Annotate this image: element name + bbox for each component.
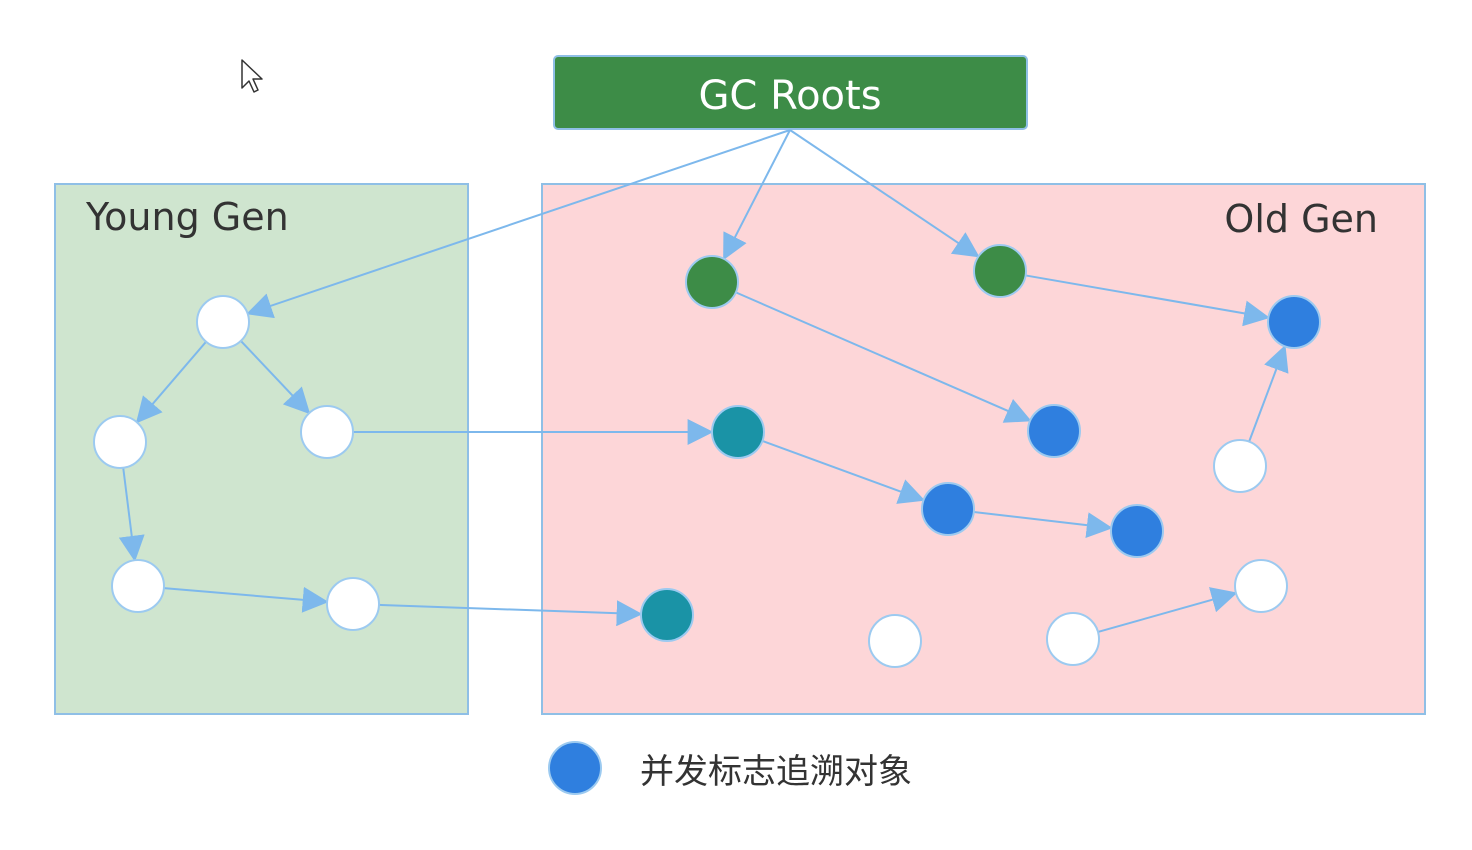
young-gen-label: Young Gen (85, 195, 289, 239)
legend-label: 并发标志追溯对象 (640, 752, 912, 792)
edge-roots-o2 (789, 129, 980, 258)
object-node-y3 (300, 405, 354, 459)
edge-o2-o3 (1025, 274, 1270, 327)
object-node-o2 (973, 244, 1027, 298)
object-node-o12 (1234, 559, 1288, 613)
edges-layer (118, 129, 1289, 633)
blue-circle-icon (548, 741, 602, 795)
object-node-o10 (868, 614, 922, 668)
edge-roots-o1 (723, 129, 791, 261)
edge-y1-y3 (240, 340, 311, 415)
edge-y2-y4 (118, 467, 145, 562)
edge-y1-y2 (135, 341, 207, 424)
object-node-o6 (1213, 439, 1267, 493)
gc-roots-label: GC Roots (698, 73, 881, 119)
edge-o7-o8 (973, 511, 1113, 539)
edge-o4-o7 (762, 440, 926, 504)
object-node-o4 (711, 405, 765, 459)
object-node-o8 (1110, 504, 1164, 558)
edge-y4-y5 (163, 586, 329, 613)
object-node-y4 (111, 559, 165, 613)
gc-roots-box (553, 55, 1028, 130)
nodes-layer (93, 244, 1321, 668)
edge-o1-o5 (735, 291, 1032, 423)
edge-o11-o12 (1097, 587, 1238, 633)
object-node-o3 (1267, 295, 1321, 349)
mouse-cursor-icon (241, 59, 263, 93)
old-gen-label: Old Gen (1224, 197, 1378, 241)
edge-y5-o9 (378, 600, 643, 627)
object-node-o9 (640, 588, 694, 642)
object-node-o1 (685, 255, 739, 309)
edge-o6-o3 (1248, 344, 1289, 443)
object-node-o5 (1027, 404, 1081, 458)
object-node-o7 (921, 482, 975, 536)
object-node-y5 (326, 577, 380, 631)
object-node-y1 (196, 295, 250, 349)
object-node-o11 (1046, 612, 1100, 666)
object-node-y2 (93, 415, 147, 469)
edge-roots-y1 (246, 129, 791, 319)
